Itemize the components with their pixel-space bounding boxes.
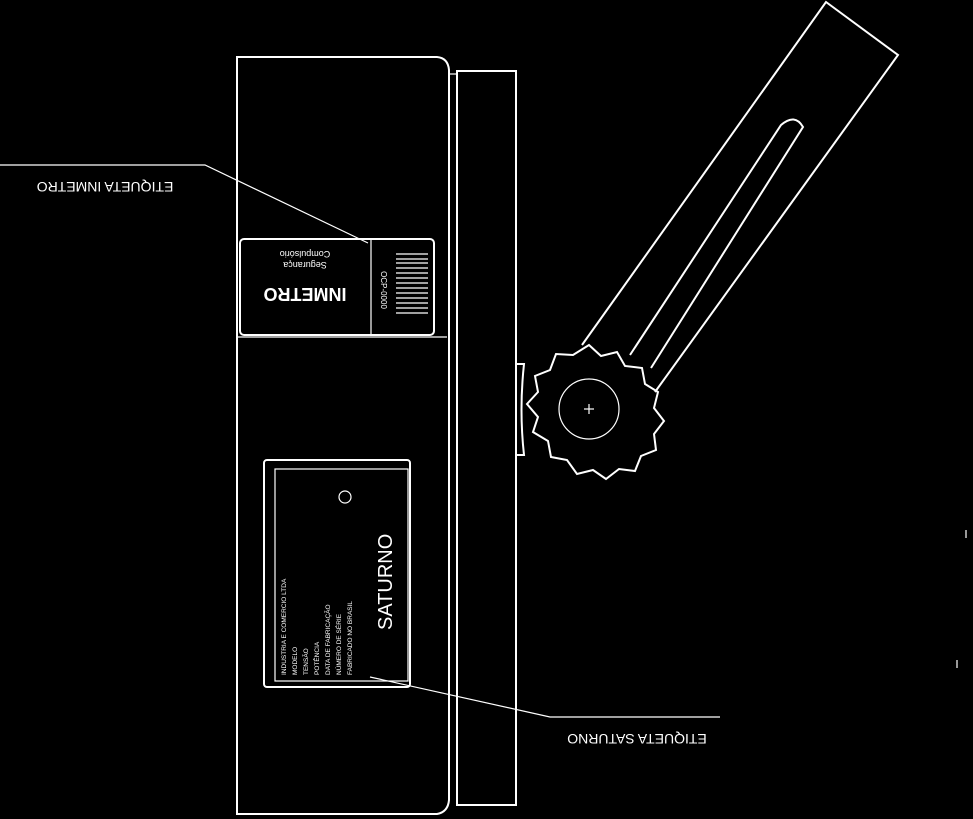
callout-inmetro: ETIQUETA INMETRO [0, 164, 369, 244]
saturno-line-5: DATA DE FABRICAÇÃO [323, 604, 332, 675]
callout-inmetro-label: ETIQUETA INMETRO [37, 179, 174, 195]
inmetro-code: OCP-0000 [379, 271, 388, 309]
inmetro-top-text-1: Segurança [283, 260, 327, 270]
saturno-line-2: MODELO [292, 647, 299, 675]
inmetro-label: INMETRO Segurança Compulsório OCP-0000 [239, 238, 435, 336]
star-knob [525, 343, 666, 481]
saturno-line-6: NÚMERO DE SÉRIE [334, 613, 343, 675]
saturno-brand: SATURNO [375, 534, 397, 630]
adjustment-arm [581, 0, 900, 393]
saturno-line-1: INDUSTRIA E COMERCIO LTDA [281, 578, 288, 675]
inmetro-barcode [396, 253, 428, 314]
main-housing [236, 56, 450, 815]
saturno-line-3: TENSÃO [301, 648, 310, 675]
inmetro-logo-text: INMETRO [264, 284, 347, 304]
saturno-label: SATURNO INDUSTRIA E COMERCIO LTDA MODELO… [263, 459, 411, 688]
inmetro-top-text-2: Compulsório [280, 249, 331, 259]
callout-saturno: ETIQUETA SATURNO [369, 676, 720, 747]
stray-marks [956, 530, 967, 668]
knob-mount [516, 363, 526, 456]
saturno-line-4: POTÊNCIA [312, 641, 321, 675]
callout-saturno-label: ETIQUETA SATURNO [567, 731, 707, 747]
saturno-line-7: FABRICADO NO BRASIL [347, 601, 354, 675]
side-rail [449, 70, 517, 806]
certification-mark-icon [338, 490, 352, 504]
